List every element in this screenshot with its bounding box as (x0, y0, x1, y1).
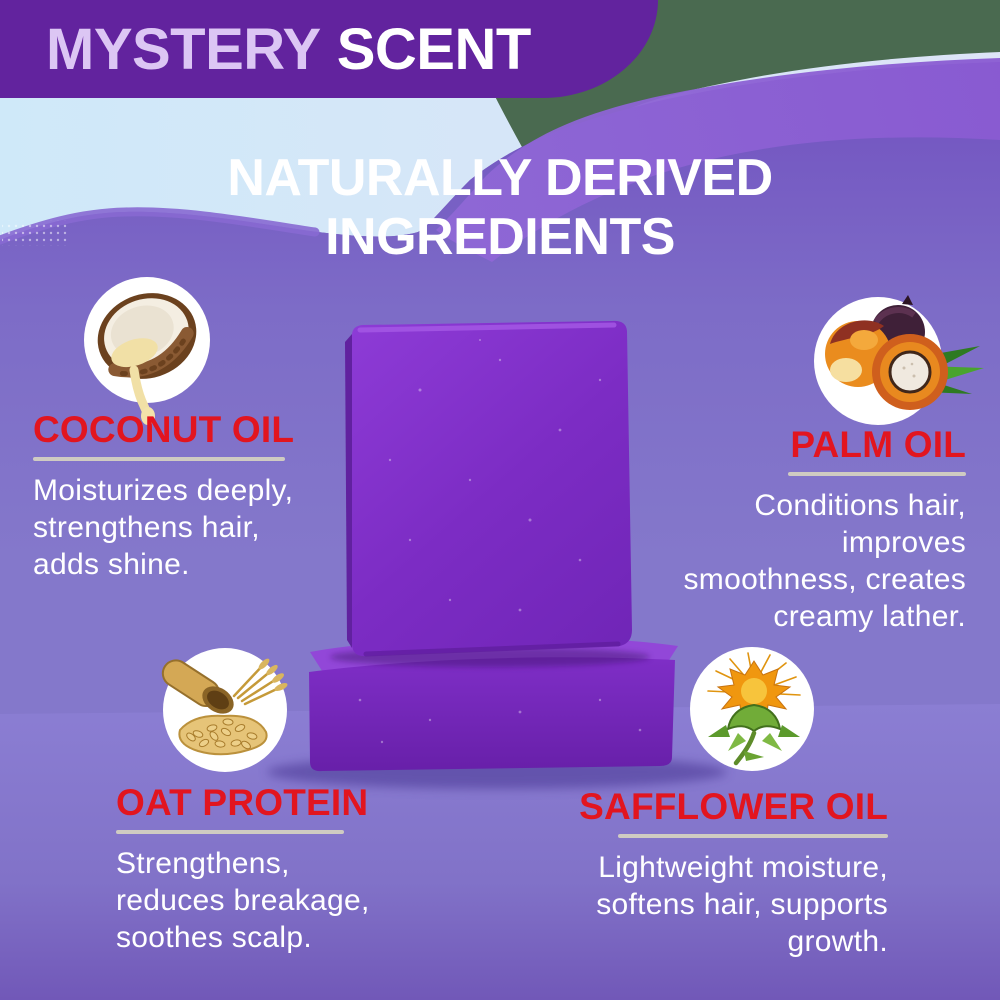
ingredient-block-coconut-oil: COCONUT OIL Moisturizes deeply, strength… (33, 409, 343, 583)
ingredient-block-palm-oil: PALM OIL Conditions hair, improves smoot… (646, 424, 966, 635)
underline-rule (788, 471, 966, 476)
banner-word-scent: SCENT (336, 16, 532, 82)
page-title: NATURALLY DERIVED INGREDIENTS (0, 149, 1000, 267)
safflower-oil-icon (690, 647, 814, 771)
banner-word-mystery: MYSTERY (46, 16, 321, 82)
ingredient-block-safflower-oil: SAFFLOWER OIL Lightweight moisture, soft… (548, 786, 888, 960)
ingredient-description: Moisturizes deeply, strengthens hair, ad… (33, 473, 294, 581)
palm-oil-icon (814, 295, 984, 425)
ingredient-name: OAT PROTEIN (116, 782, 369, 823)
ingredient-description: Conditions hair, improves smoothness, cr… (683, 488, 966, 633)
underline-rule (618, 833, 888, 838)
ingredient-name: COCONUT OIL (33, 409, 295, 450)
coconut-oil-icon (84, 277, 210, 425)
underline-rule (116, 829, 344, 834)
oat-protein-icon (161, 648, 288, 772)
page-title-line2: INGREDIENTS (325, 208, 675, 266)
page-title-line1: NATURALLY DERIVED (227, 149, 773, 207)
ingredient-name: SAFFLOWER OIL (579, 786, 888, 827)
ingredient-block-oat-protein: OAT PROTEIN Strengthens, reduces breakag… (116, 782, 436, 956)
header-banner: MYSTERY SCENT (0, 0, 658, 98)
ingredient-name: PALM OIL (790, 424, 966, 465)
ingredient-description: Lightweight moisture, softens hair, supp… (596, 850, 888, 958)
underline-rule (33, 456, 285, 461)
ingredient-description: Strengthens, reduces breakage, soothes s… (116, 846, 370, 954)
